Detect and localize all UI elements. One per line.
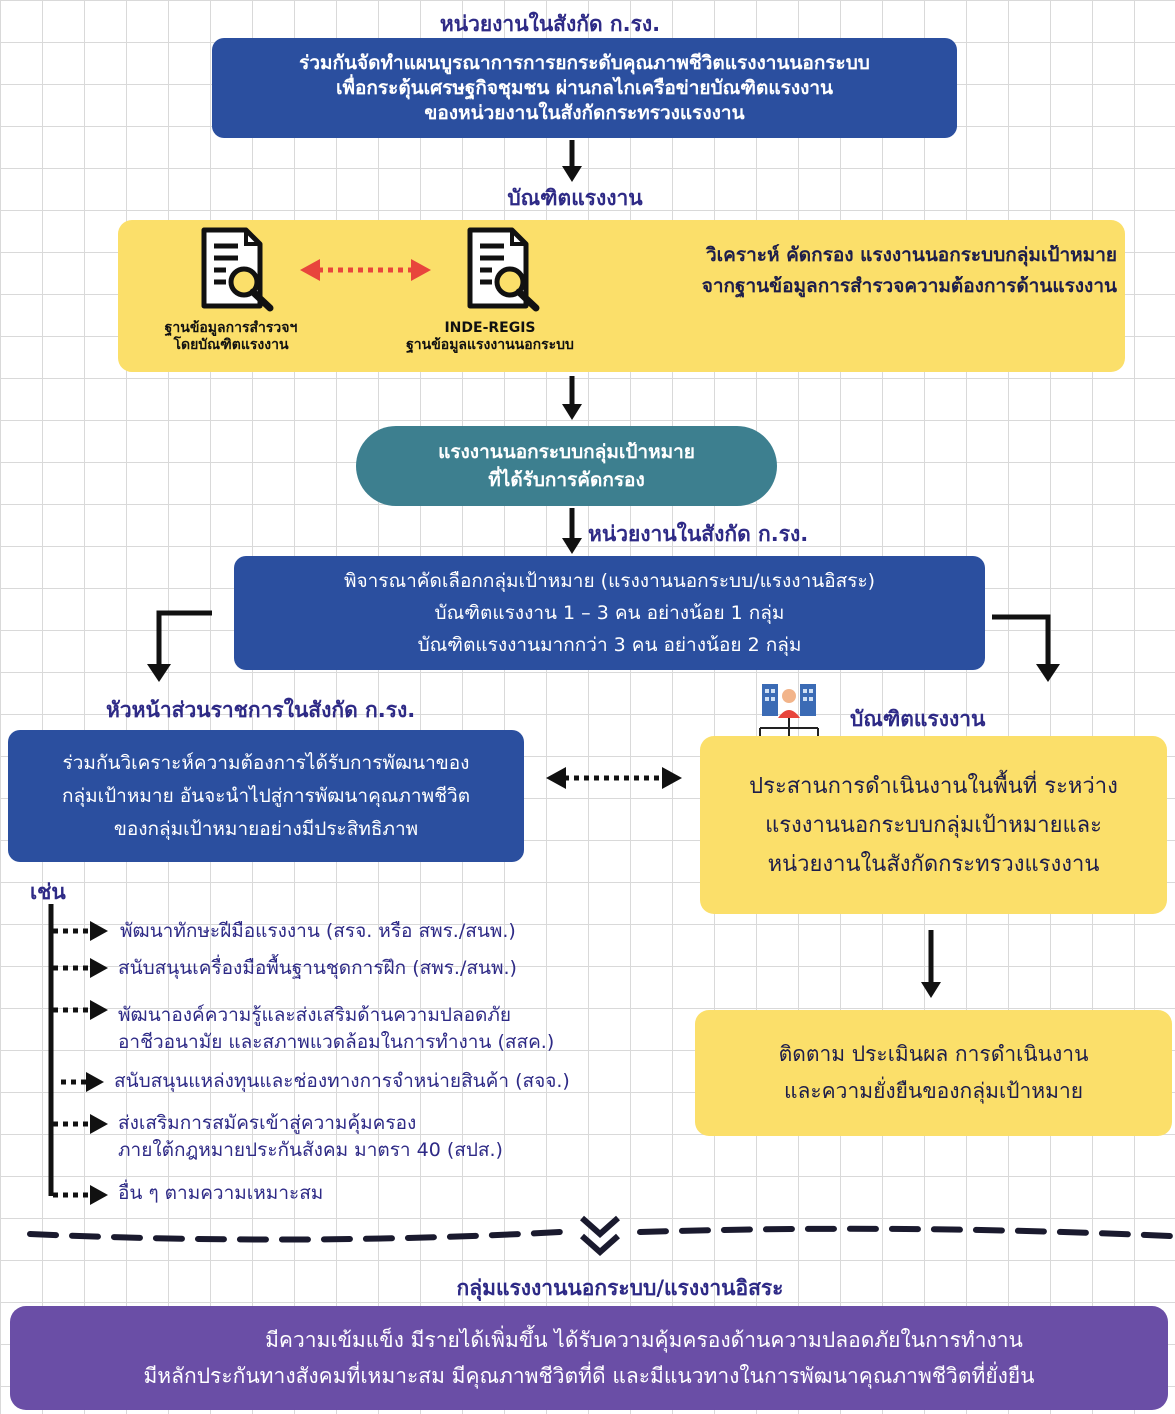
- list-item-text: ภายใต้กฎหมายประกันสังคม มาตรา 40 (สปส.): [118, 1139, 503, 1161]
- list-item-text: สนับสนุนแหล่งทุนและช่องทางการจำหน่ายสินค…: [114, 1070, 570, 1092]
- coordination-line: แรงงานนอกระบบกลุ่มเป้าหมายและ: [765, 812, 1102, 838]
- document-search-icon: [201, 227, 274, 312]
- needs-line: กลุ่มเป้าหมาย อันจะนำไปสู่การพัฒนาคุณภาพ…: [61, 784, 471, 807]
- selection-line: บัณฑิตแรงงานมากกว่า 3 คน อย่างน้อย 2 กลุ…: [417, 634, 802, 656]
- plan-box: ร่วมกันจัดทำแผนบูรณาการการยกระดับคุณภาพช…: [212, 38, 957, 138]
- list-item: พัฒนาทักษะฝีมือแรงงาน (สรจ. หรือ สพร./สน…: [120, 918, 516, 945]
- plan-line: ของหน่วยงานในสังกัดกระทรวงแรงงาน: [424, 101, 745, 124]
- db-label-line: ฐานข้อมูลการสำรวจฯ: [164, 320, 298, 336]
- list-item: พัฒนาองค์ความรู้และส่งเสริมด้านความปลอดภ…: [118, 1002, 554, 1056]
- selection-line: พิจารณาคัดเลือกกลุ่มเป้าหมาย (แรงงานนอกร…: [343, 570, 876, 592]
- examples-connector: [48, 904, 108, 1205]
- agency-heading: หน่วยงานในสังกัด ก.รง.: [588, 522, 809, 546]
- monitoring-line: และความยั่งยืนของกลุ่มเป้าหมาย: [783, 1079, 1084, 1103]
- outcome-line: มีหลักประกันทางสังคมที่เหมาะสม มีคุณภาพช…: [143, 1364, 1035, 1388]
- plan-line: ร่วมกันจัดทำแผนบูรณาการการยกระดับคุณภาพช…: [299, 51, 870, 74]
- screened-target-box: แรงงานนอกระบบกลุ่มเป้าหมาย ที่ได้รับการค…: [356, 426, 777, 506]
- inde-regis-label: INDE-REGIS ฐานข้อมูลแรงงานนอกระบบ: [376, 320, 604, 354]
- db-label-line: โดยบัณฑิตแรงงาน: [173, 337, 289, 353]
- list-item-text: พัฒนาองค์ความรู้และส่งเสริมด้านความปลอดภ…: [118, 1004, 511, 1026]
- graduate-heading: บัณฑิตแรงงาน: [507, 186, 643, 210]
- db-label-line: ฐานข้อมูลแรงงานนอกระบบ: [406, 337, 574, 353]
- analysis-line: วิเคราะห์ คัดกรอง แรงงานนอกระบบกลุ่มเป้า…: [706, 244, 1117, 266]
- needs-line: ของกลุ่มเป้าหมายอย่างมีประสิทธิภาพ: [113, 817, 419, 840]
- selection-box: พิจารณาคัดเลือกกลุ่มเป้าหมาย (แรงงานนอกร…: [234, 556, 985, 670]
- down-arrow: [562, 376, 582, 420]
- left-elbow-arrow: [147, 610, 212, 682]
- list-item: สนับสนุนเครื่องมือพื้นฐานชุดการฝึก (สพร.…: [118, 955, 517, 982]
- survey-db-label: ฐานข้อมูลการสำรวจฯ โดยบัณฑิตแรงงาน: [136, 320, 326, 354]
- section-divider: [27, 1215, 1173, 1257]
- coordinator-heading: บัณฑิตแรงงาน: [850, 707, 986, 731]
- document-search-icon: [467, 227, 540, 312]
- plan-line: เพื่อกระตุ้นเศรษฐกิจชุมชน ผ่านกลไกเครือข…: [335, 76, 834, 99]
- list-item-text: พัฒนาทักษะฝีมือแรงงาน (สรจ. หรือ สพร./สน…: [120, 920, 516, 942]
- analysis-box: ฐานข้อมูลการสำรวจฯ โดยบัณฑิตแรงงาน INDE-…: [118, 220, 1125, 372]
- down-arrow: [562, 140, 582, 182]
- coordination-line: หน่วยงานในสังกัดกระทรวงแรงงาน: [767, 851, 1100, 877]
- monitoring-box: ติดตาม ประเมินผล การดำเนินงาน และความยั่…: [695, 1010, 1172, 1136]
- list-item-text: สนับสนุนเครื่องมือพื้นฐานชุดการฝึก (สพร.…: [118, 957, 517, 979]
- screened-line: แรงงานนอกระบบกลุ่มเป้าหมาย: [438, 441, 695, 463]
- coordination-line: ประสานการดำเนินงานในพื้นที่ ระหว่าง: [749, 773, 1118, 799]
- needs-line: ร่วมกันวิเคราะห์ความต้องการได้รับการพัฒน…: [62, 751, 470, 774]
- analysis-text: วิเคราะห์ คัดกรอง แรงงานนอกระบบกลุ่มเป้า…: [612, 240, 1117, 302]
- list-item-text: ส่งเสริมการสมัครเข้าสู่ความคุ้มครอง: [118, 1112, 417, 1134]
- selection-line: บัณฑิตแรงงาน 1 – 3 คน อย่างน้อย 1 กลุ่ม: [434, 602, 785, 624]
- analysis-line: จากฐานข้อมูลการสำรวจความต้องการด้านแรงงา…: [701, 275, 1117, 297]
- bidirectional-arrow: [546, 767, 682, 789]
- down-arrow: [921, 930, 941, 998]
- bidirectional-arrow: [300, 259, 431, 281]
- list-item: สนับสนุนแหล่งทุนและช่องทางการจำหน่ายสินค…: [114, 1068, 570, 1095]
- outcome-heading: กลุ่มแรงงานนอกระบบ/แรงงานอิสระ: [456, 1276, 784, 1300]
- chief-heading: หัวหน้าส่วนราชการในสังกัด ก.รง.: [106, 698, 416, 722]
- examples-heading: เช่น: [30, 880, 66, 904]
- needs-analysis-box: ร่วมกันวิเคราะห์ความต้องการได้รับการพัฒน…: [8, 730, 524, 862]
- list-item-text: อาชีวอนามัย และสภาพแวดล้อมในการทำงาน (สส…: [118, 1031, 555, 1053]
- coordination-box: ประสานการดำเนินงานในพื้นที่ ระหว่าง แรงง…: [700, 736, 1167, 914]
- outcome-line: มีความเข้มแข็ง มีรายได้เพิ่มขึ้น ได้รับค…: [265, 1328, 1023, 1352]
- list-item: อื่น ๆ ตามความเหมาะสม: [118, 1180, 323, 1207]
- down-arrow: [562, 508, 582, 554]
- double-chevron-down-icon: [580, 1215, 620, 1257]
- right-elbow-arrow: [992, 614, 1060, 682]
- list-item: ส่งเสริมการสมัครเข้าสู่ความคุ้มครอง ภายใ…: [118, 1110, 503, 1164]
- screened-line: ที่ได้รับการคัดกรอง: [488, 469, 645, 491]
- top-heading: หน่วยงานในสังกัด ก.รง.: [439, 12, 661, 36]
- db-label-line: INDE-REGIS: [444, 320, 536, 336]
- list-item-text: อื่น ๆ ตามความเหมาะสม: [118, 1182, 324, 1204]
- monitoring-line: ติดตาม ประเมินผล การดำเนินงาน: [778, 1042, 1089, 1066]
- outcome-box: มีความเข้มแข็ง มีรายได้เพิ่มขึ้น ได้รับค…: [10, 1306, 1168, 1410]
